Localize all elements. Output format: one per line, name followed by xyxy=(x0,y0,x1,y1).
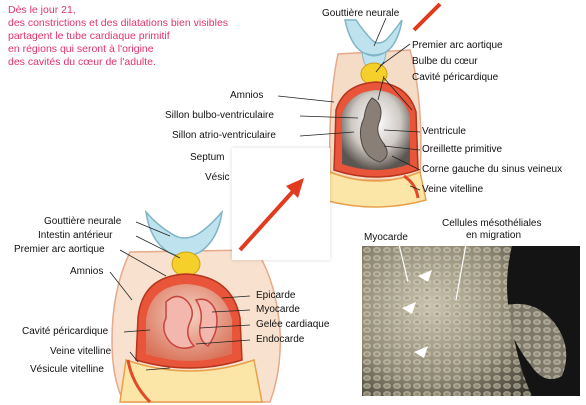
sem-micrograph xyxy=(362,246,580,396)
label-myocarde-micro: Myocarde xyxy=(364,232,408,244)
label-myocarde-bottom: Myocarde xyxy=(256,304,300,316)
label-premier-arc-bottom: Premier arc aortique xyxy=(14,244,105,256)
label-endocarde: Endocarde xyxy=(256,334,304,346)
label-gouttiere-top: Gouttière neurale xyxy=(322,8,399,20)
label-intestin: Intestin antérieur xyxy=(38,230,113,242)
label-septum: Septum xyxy=(190,152,224,164)
label-cellules-1: Cellules mésothéliales xyxy=(442,218,542,230)
label-sillon-atrio: Sillon atrio-ventriculaire xyxy=(172,130,276,142)
label-amnios-bottom: Amnios xyxy=(70,266,103,278)
label-vesicule-top: Vésic xyxy=(205,172,229,184)
label-oreillette: Oreillette primitive xyxy=(422,144,502,156)
label-epicarde: Epicarde xyxy=(256,290,295,302)
label-vesicule-bottom: Vésicule vitelline xyxy=(30,364,104,376)
label-sillon-bulbo: Sillon bulbo-ventriculaire xyxy=(165,110,274,122)
label-gelee: Gelée cardiaque xyxy=(256,319,329,331)
arrow-top xyxy=(414,4,440,30)
label-bulbe: Bulbe du cœur xyxy=(412,56,478,68)
overlay-panel xyxy=(232,148,330,260)
label-veine-bottom: Veine vitelline xyxy=(50,346,111,358)
arrow-middle xyxy=(232,148,330,260)
label-cavite-bottom: Cavité péricardique xyxy=(22,326,108,338)
label-corne: Corne gauche du sinus veineux xyxy=(422,164,562,176)
label-gouttiere-bottom: Gouttière neurale xyxy=(44,216,121,228)
label-ventricule: Ventricule xyxy=(422,126,466,138)
label-premier-arc-top: Premier arc aortique xyxy=(412,40,503,52)
label-amnios-top: Amnios xyxy=(230,90,263,102)
label-cavite-top: Cavité péricardique xyxy=(412,72,498,84)
label-veine-top: Veine vitelline xyxy=(422,184,483,196)
label-cellules-2: en migration xyxy=(466,230,521,242)
